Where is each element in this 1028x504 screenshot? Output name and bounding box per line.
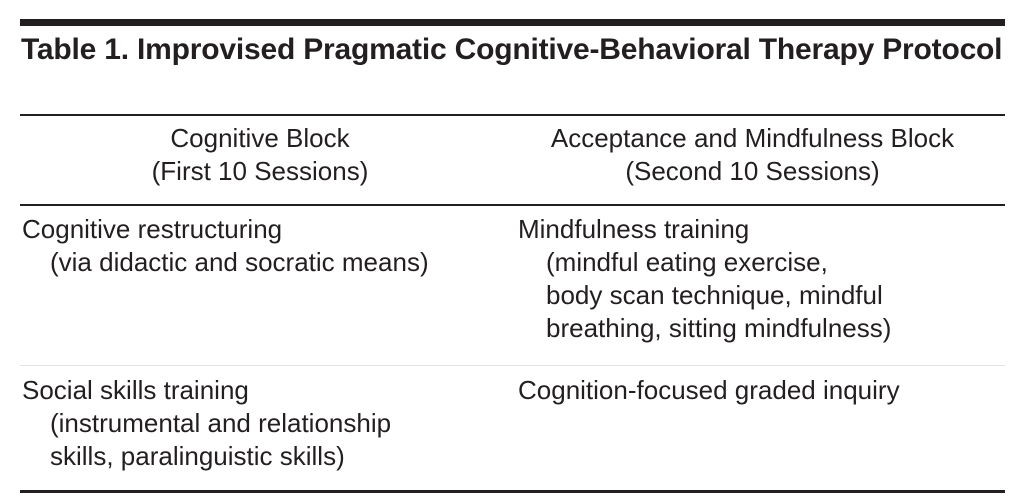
table-cell-line: Cognition-focused graded inquiry <box>518 375 900 405</box>
table-cell-mindfulness-training: Mindfulness training (mindful eating exe… <box>500 213 1005 345</box>
column-header-cognitive-block: Cognitive Block (First 10 Sessions) <box>20 122 500 188</box>
table-row-separator <box>20 365 1005 366</box>
table-cell-line: (mindful eating exercise, <box>546 247 828 277</box>
table-title-rule <box>20 114 1005 116</box>
table-cell-line: Cognitive restructuring <box>22 214 283 244</box>
table-cell-cognition-focused-graded-inquiry: Cognition-focused graded inquiry <box>500 374 1005 407</box>
table-cell-line: (via didactic and socratic means) <box>50 247 429 277</box>
table-cell-line: skills, paralinguistic skills) <box>50 441 345 471</box>
table-cell-line: Social skills training <box>22 375 249 405</box>
table-bottom-rule <box>20 490 1005 493</box>
table-cell-line: body scan technique, mindful <box>546 280 883 310</box>
table-title: Table 1. Improvised Pragmatic Cognitive-… <box>21 31 1006 68</box>
table-row: Social skills training (instrumental and… <box>20 374 1005 473</box>
table-cell-line: (instrumental and relationship <box>50 408 392 438</box>
column-header-cognitive-block-subtitle: (First 10 Sessions) <box>151 156 369 186</box>
table-cell-cognitive-restructuring: Cognitive restructuring (via didactic an… <box>20 213 500 279</box>
column-header-acceptance-mindfulness-block-title: Acceptance and Mindfulness Block <box>550 123 955 153</box>
table-row: Cognitive restructuring (via didactic an… <box>20 213 1005 345</box>
table-cell-social-skills-training: Social skills training (instrumental and… <box>20 374 500 473</box>
table-title-line-2: Protocol <box>882 33 1003 66</box>
table-cell-text-block: Cognition-focused graded inquiry <box>500 374 1005 407</box>
table-cell-line: Mindfulness training <box>518 214 750 244</box>
table-header-row: Cognitive Block (First 10 Sessions) Acce… <box>20 122 1005 188</box>
column-header-acceptance-mindfulness-block-subtitle: (Second 10 Sessions) <box>625 156 880 186</box>
table-header-rule <box>20 204 1005 206</box>
table-cell-line: breathing, sitting mindfulness) <box>546 313 892 343</box>
table-cell-text-block: Mindfulness training (mindful eating exe… <box>500 213 1005 345</box>
column-header-acceptance-mindfulness-block: Acceptance and Mindfulness Block (Second… <box>500 122 1005 188</box>
column-header-cognitive-block-title: Cognitive Block <box>170 123 350 153</box>
table-title-line-1: Table 1. Improvised Pragmatic Cognitive-… <box>21 33 875 66</box>
table-top-rule <box>20 19 1005 26</box>
